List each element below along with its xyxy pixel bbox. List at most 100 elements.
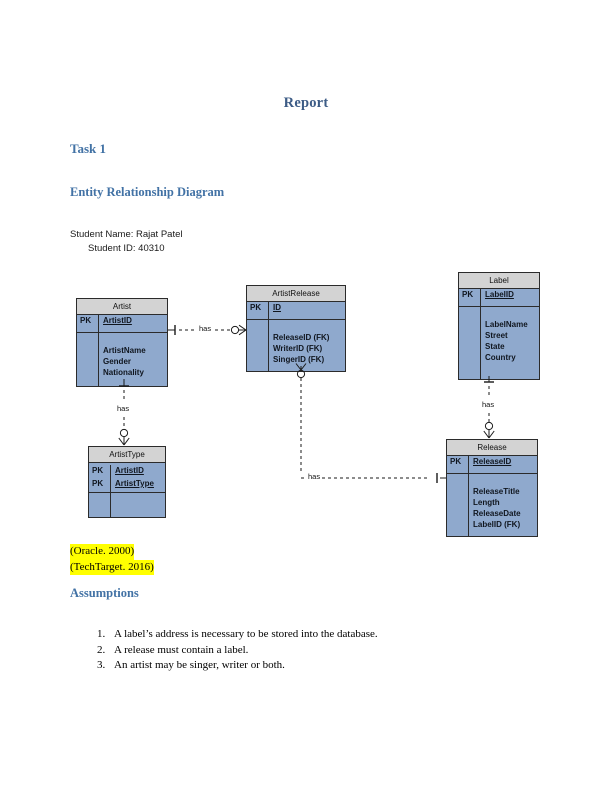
attr-name: ReleaseDate xyxy=(473,509,521,518)
table-row: ReleaseTitle xyxy=(447,486,537,497)
page-title: Report xyxy=(283,95,329,111)
key-field: ReleaseID xyxy=(473,457,512,466)
citation-text: (Oracle. 2000) xyxy=(70,544,135,560)
attr-gutter xyxy=(89,493,111,517)
table-row: ArtistName xyxy=(77,345,167,356)
table-row xyxy=(247,365,345,371)
key-marker: PK xyxy=(247,302,269,319)
list-item: A release must contain a label. xyxy=(108,643,528,659)
entity-artist-attributes: ArtistName Gender Nationality xyxy=(77,333,167,386)
table-row: PK ArtistType xyxy=(89,478,165,492)
assumptions-list: A label’s address is necessary to be sto… xyxy=(80,627,528,674)
relationship-artistrelease-release xyxy=(295,363,446,483)
table-row: PK ArtistID xyxy=(77,315,167,332)
entity-artisttype-keys: PK ArtistID PK ArtistType xyxy=(89,463,165,493)
table-row: Gender xyxy=(77,356,167,367)
attr-gutter xyxy=(247,332,269,343)
attr-gutter xyxy=(447,474,469,486)
table-row xyxy=(459,307,539,319)
table-row: WriterID (FK) xyxy=(247,343,345,354)
attr-name: ReleaseID (FK) xyxy=(273,333,330,342)
table-row: PK ArtistID xyxy=(89,463,165,478)
key-field: ArtistID xyxy=(103,316,132,325)
attr-gutter xyxy=(77,367,99,378)
table-row: SingerID (FK) xyxy=(247,354,345,365)
attr-name: Length xyxy=(473,498,500,507)
attr-gutter xyxy=(77,378,99,386)
attr-name: Gender xyxy=(103,357,132,366)
attr-name: Nationality xyxy=(103,368,144,377)
attr-gutter xyxy=(77,345,99,356)
entity-release-attributes: ReleaseTitle Length ReleaseDate LabelID … xyxy=(447,474,537,536)
entity-artist-body: PK ArtistID ArtistName Gender xyxy=(77,315,167,386)
attr-gutter xyxy=(447,508,469,519)
entity-artistrelease[interactable]: ArtistRelease PK ID ReleaseID (FK) xyxy=(246,285,346,372)
attr-name: SingerID (FK) xyxy=(273,355,325,364)
entity-artist-title: Artist xyxy=(77,299,167,315)
entity-artisttype[interactable]: ArtistType PK ArtistID PK ArtistType xyxy=(88,446,166,518)
table-row xyxy=(77,378,167,386)
entity-release-body: PK ReleaseID ReleaseTitle Length xyxy=(447,456,537,536)
entity-artisttype-body: PK ArtistID PK ArtistType xyxy=(89,463,165,517)
entity-artistrelease-keys: PK ID xyxy=(247,302,345,320)
citation-item: (TechTarget. 2016) xyxy=(70,559,154,575)
table-row xyxy=(447,530,537,536)
attr-gutter xyxy=(247,354,269,365)
entity-label-body: PK LabelID LabelName Street xyxy=(459,289,539,379)
section-heading: Entity Relationship Diagram xyxy=(70,185,225,199)
table-row: ReleaseID (FK) xyxy=(247,332,345,343)
assumptions-heading: Assumptions xyxy=(70,586,139,600)
attr-gutter xyxy=(247,320,269,332)
relationship-label-artist-artisttype: has xyxy=(116,404,131,413)
attr-name: ArtistName xyxy=(103,346,146,355)
entity-label-attributes: LabelName Street State Country xyxy=(459,307,539,379)
entity-label[interactable]: Label PK LabelID LabelName xyxy=(458,272,540,380)
entity-label-keys: PK LabelID xyxy=(459,289,539,307)
relationship-label-label-release: has xyxy=(481,400,496,409)
entity-artistrelease-title: ArtistRelease xyxy=(247,286,345,302)
attr-name: Country xyxy=(485,353,516,362)
entity-artist[interactable]: Artist PK ArtistID ArtistName xyxy=(76,298,168,387)
attr-gutter xyxy=(459,341,481,352)
attr-gutter xyxy=(447,519,469,530)
attr-name: LabelID (FK) xyxy=(473,520,521,529)
entity-artist-keys: PK ArtistID xyxy=(77,315,167,333)
list-item: A label’s address is necessary to be sto… xyxy=(108,627,528,643)
citation-item: (Oracle. 2000) xyxy=(70,544,154,560)
table-row: ReleaseDate xyxy=(447,508,537,519)
entity-release-keys: PK ReleaseID xyxy=(447,456,537,474)
key-field: ID xyxy=(273,303,281,312)
attr-gutter xyxy=(247,343,269,354)
table-row: PK LabelID xyxy=(459,289,539,306)
attr-gutter xyxy=(447,530,469,536)
student-info: Student Name: Rajat Patel Student ID: 40… xyxy=(70,228,182,255)
attr-name: WriterID (FK) xyxy=(273,344,323,353)
student-name: Student Name: Rajat Patel xyxy=(70,229,183,240)
table-row xyxy=(89,493,165,517)
key-marker: PK xyxy=(459,289,481,306)
key-marker: PK xyxy=(447,456,469,473)
attr-gutter xyxy=(459,352,481,363)
table-row: LabelID (FK) xyxy=(447,519,537,530)
attr-gutter xyxy=(77,356,99,367)
table-row xyxy=(77,333,167,345)
student-id: Student ID: 40310 xyxy=(88,242,165,254)
attr-gutter xyxy=(459,319,481,330)
attr-gutter xyxy=(247,365,269,371)
table-row: Nationality xyxy=(77,367,167,378)
entity-artistrelease-body: PK ID ReleaseID (FK) WriterID (FK) xyxy=(247,302,345,371)
key-marker: PK xyxy=(89,478,111,492)
table-row: State xyxy=(459,341,539,352)
citation-text: (TechTarget. 2016) xyxy=(70,559,154,575)
table-row: Street xyxy=(459,330,539,341)
key-field: ArtistID xyxy=(115,466,144,475)
attr-gutter xyxy=(459,330,481,341)
entity-release[interactable]: Release PK ReleaseID ReleaseTitle xyxy=(446,439,538,537)
table-row: Country xyxy=(459,352,539,363)
table-row: PK ReleaseID xyxy=(447,456,537,473)
key-marker: PK xyxy=(77,315,99,332)
entity-artistrelease-attributes: ReleaseID (FK) WriterID (FK) SingerID (F… xyxy=(247,320,345,371)
attr-gutter xyxy=(459,363,481,379)
attr-gutter xyxy=(77,333,99,345)
table-row: PK ID xyxy=(247,302,345,319)
